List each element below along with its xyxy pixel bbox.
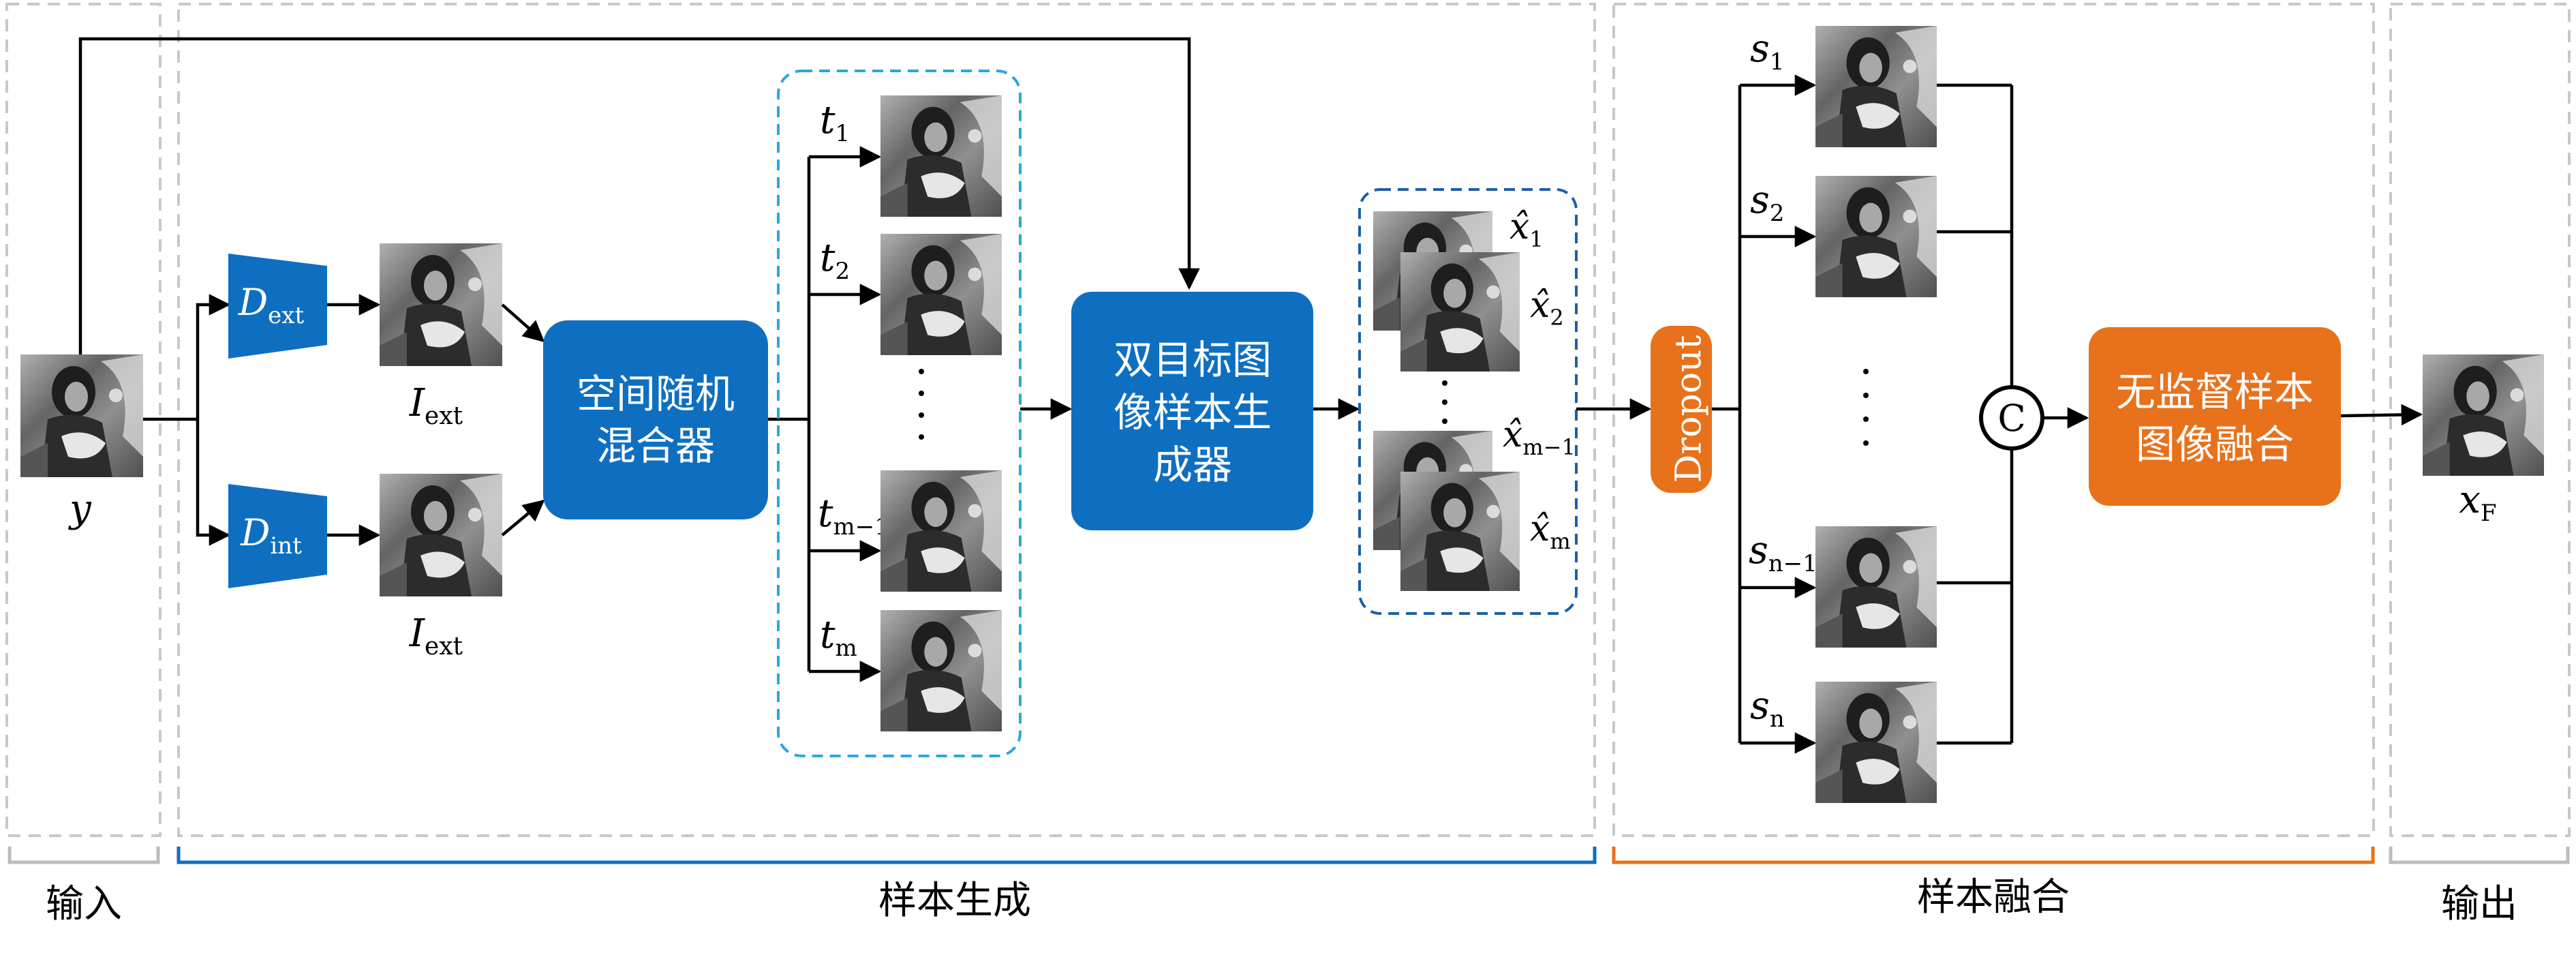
output-section-label: 输出 bbox=[2441, 882, 2517, 926]
xhatm-image bbox=[1400, 472, 1520, 591]
tm1-image bbox=[880, 470, 1002, 592]
xhatm1-label: x̂m−1 bbox=[1503, 414, 1576, 460]
generator-label-line2: 像样本生 bbox=[1114, 389, 1272, 436]
arrow-fusion-output bbox=[2340, 404, 2423, 426]
mixer-label-line2: 混合器 bbox=[596, 423, 715, 469]
fusion-label-line2: 图像融合 bbox=[2136, 421, 2294, 468]
fusion-section-frame bbox=[1612, 3, 2375, 837]
xhat-vertical-dots bbox=[1442, 380, 1447, 424]
generator-label-line1: 双目标图 bbox=[1114, 337, 1272, 383]
spatial-random-mixer-block bbox=[543, 320, 768, 519]
i-ext-top-image bbox=[380, 243, 502, 366]
skip-connection-arrow bbox=[78, 37, 1200, 354]
xhat-samples-group bbox=[1358, 188, 1578, 615]
dropout-label: Dropout bbox=[1669, 335, 1710, 483]
dropout-block bbox=[1651, 326, 1712, 493]
xhatm-label: x̂m bbox=[1530, 509, 1571, 554]
tm1-label: tm−1 bbox=[818, 491, 889, 541]
arrow-to-dext bbox=[196, 294, 231, 419]
label-xf: xF bbox=[2459, 478, 2496, 527]
d-ext-block bbox=[228, 254, 327, 359]
input-bracket bbox=[7, 847, 160, 864]
arrow-img-mixer-bottom bbox=[501, 499, 545, 536]
input-section-label: 输入 bbox=[46, 882, 122, 926]
s-vertical-dots bbox=[1863, 369, 1869, 446]
i-ext-top-label: Iext bbox=[409, 381, 463, 430]
d-int-block bbox=[228, 484, 327, 588]
xhat2-label: x̂2 bbox=[1530, 285, 1564, 331]
output-image-xf bbox=[2423, 354, 2544, 476]
arrow-to-dint bbox=[196, 419, 231, 546]
mixer-label-line1: 空间随机 bbox=[577, 371, 735, 417]
sn1-label: sn−1 bbox=[1749, 528, 1818, 577]
t-samples-group bbox=[777, 70, 1022, 757]
tm-image bbox=[880, 610, 1002, 731]
s1-image bbox=[1815, 26, 1937, 147]
dual-target-generator-block bbox=[1071, 292, 1313, 530]
xhat1-label: x̂1 bbox=[1509, 207, 1544, 252]
output-section-frame bbox=[2389, 3, 2571, 837]
arrow-img-mixer-top bbox=[501, 303, 545, 343]
input-section-frame bbox=[5, 3, 162, 837]
d-int-label: Dint bbox=[240, 511, 302, 560]
output-bracket bbox=[2389, 847, 2570, 864]
t2-image bbox=[880, 234, 1002, 355]
concat-label: C bbox=[1997, 397, 2025, 440]
fusion-bracket bbox=[1612, 847, 2375, 864]
s1-label: s1 bbox=[1750, 27, 1784, 76]
fusion-section-label: 样本融合 bbox=[1917, 875, 2070, 920]
s2-label: s2 bbox=[1750, 178, 1784, 227]
s2-image bbox=[1815, 176, 1937, 297]
xhat2-image bbox=[1400, 252, 1520, 372]
unsupervised-fusion-block bbox=[2089, 327, 2341, 506]
generator-label-line3: 成器 bbox=[1153, 442, 1232, 488]
generation-section-label: 样本生成 bbox=[878, 879, 1031, 923]
sn1-image bbox=[1815, 526, 1937, 648]
input-image-y bbox=[20, 354, 143, 477]
fusion-label-line1: 无监督样本 bbox=[2116, 369, 2314, 415]
label-y: y bbox=[67, 487, 92, 531]
i-ext-bottom-label: Iext bbox=[409, 611, 463, 661]
t1-label: t1 bbox=[820, 98, 850, 147]
sn-label: sn bbox=[1750, 684, 1785, 733]
d-ext-label: Dext bbox=[238, 281, 305, 329]
t-vertical-dots bbox=[919, 369, 924, 440]
generation-bracket bbox=[177, 847, 1597, 864]
i-ext-bottom-image bbox=[380, 474, 502, 596]
sn-image bbox=[1815, 682, 1937, 803]
t2-label: t2 bbox=[820, 236, 850, 285]
t1-image bbox=[880, 95, 1002, 217]
tm-label: tm bbox=[820, 613, 857, 662]
